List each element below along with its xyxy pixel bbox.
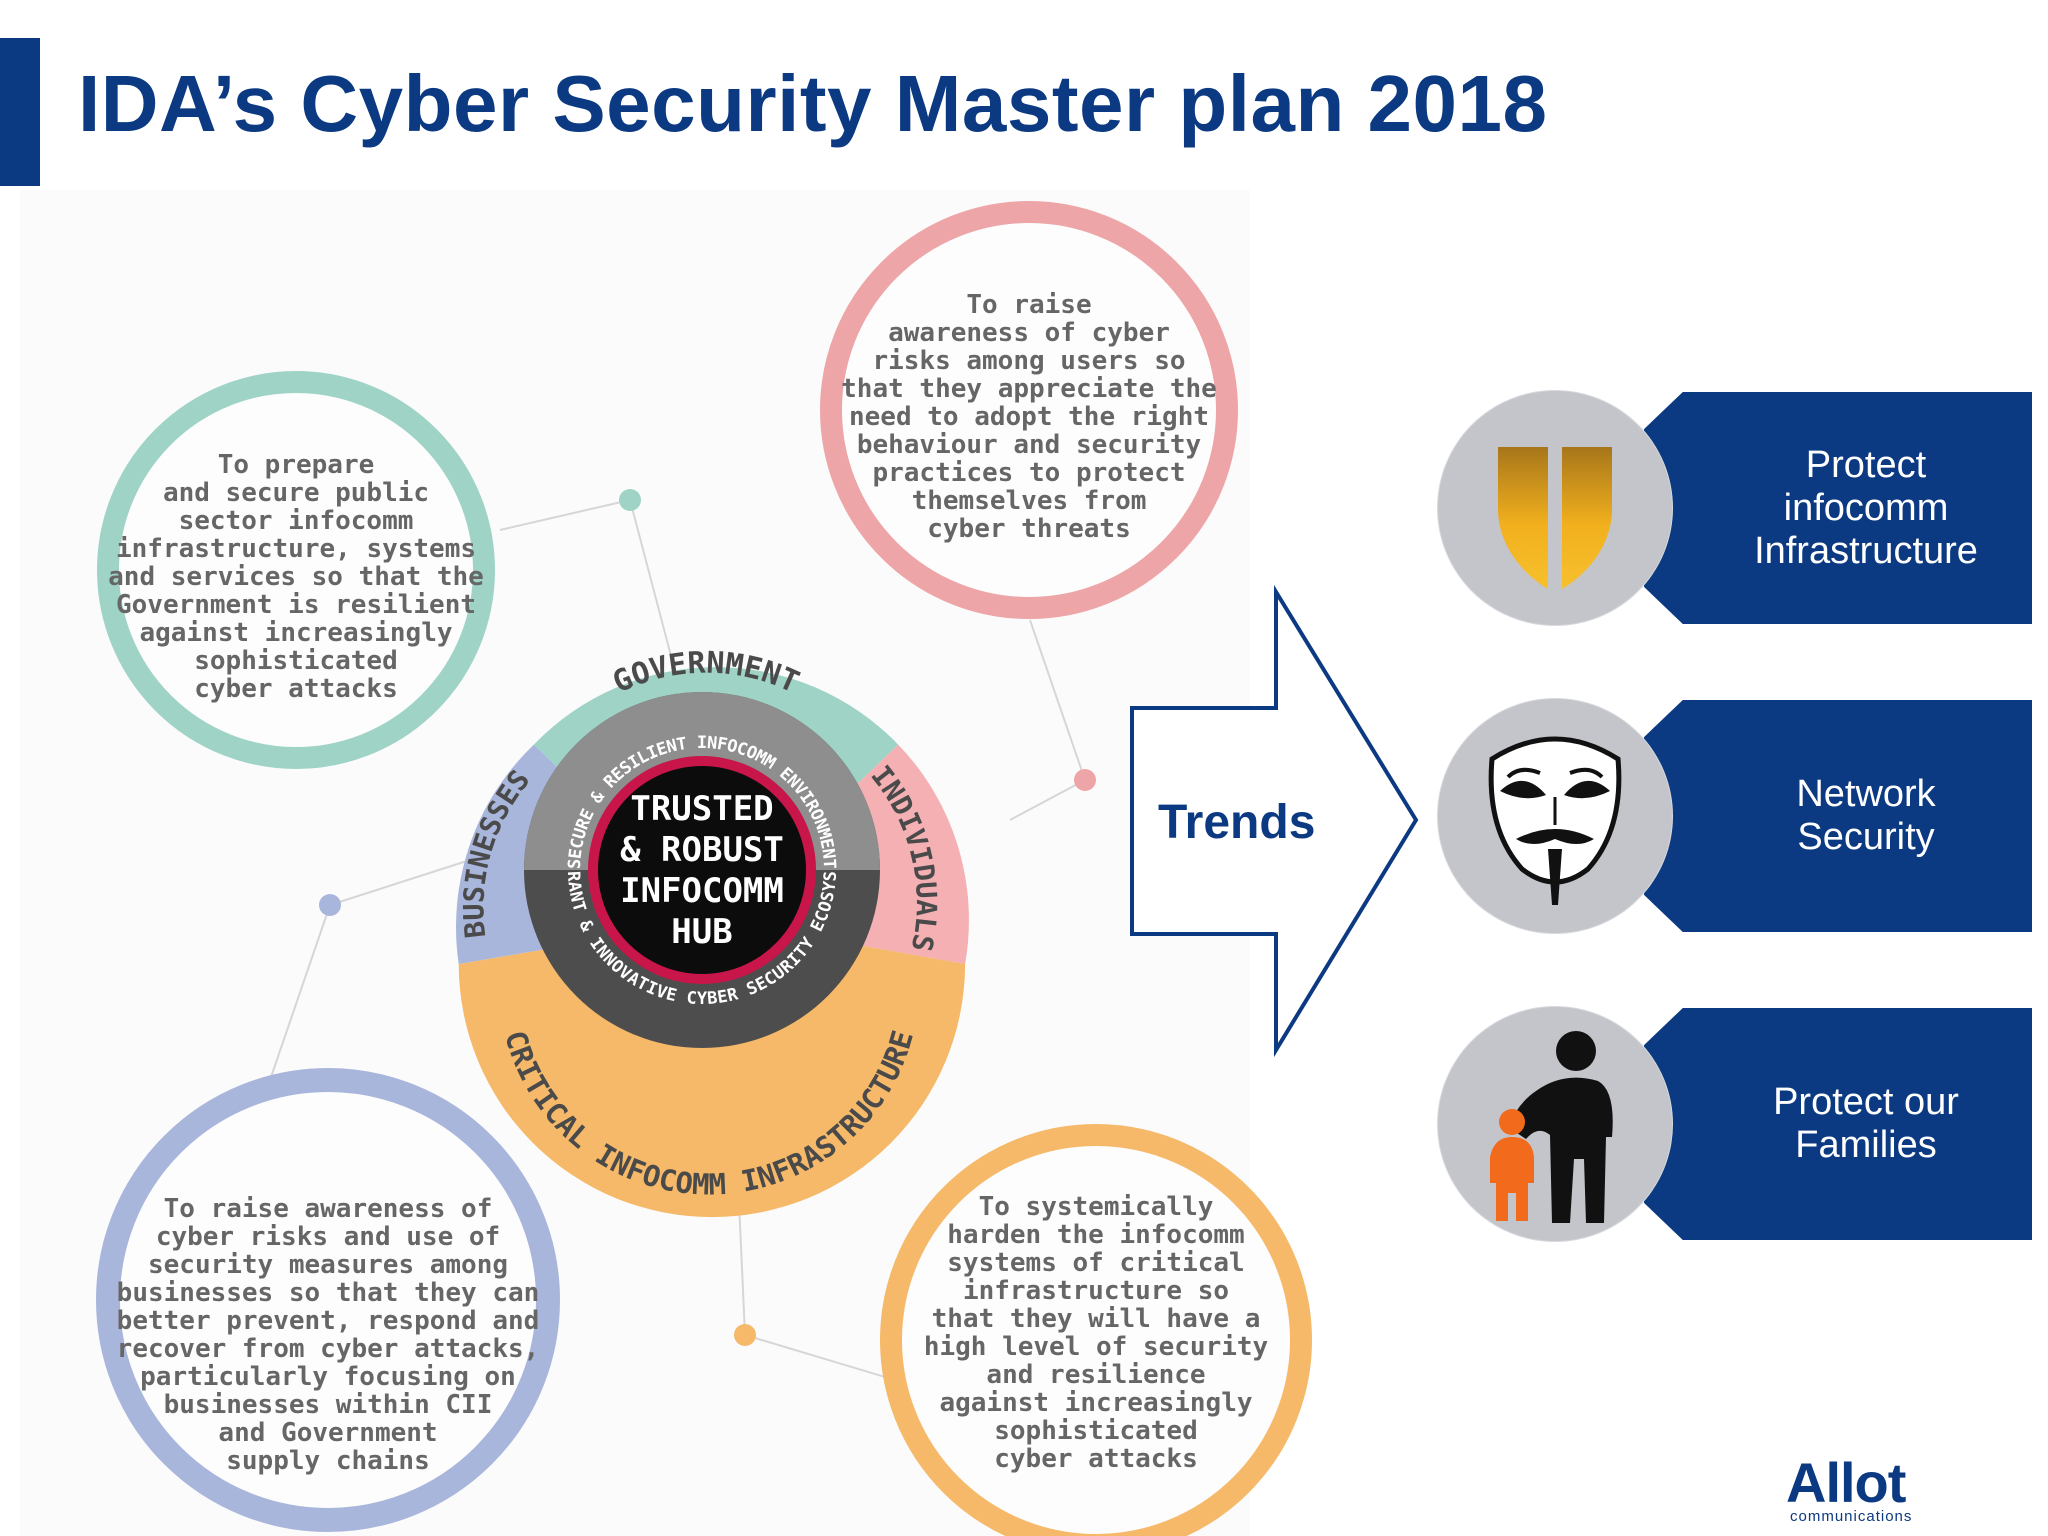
text-line: cyber risks and use of xyxy=(156,1222,500,1252)
connector-dots xyxy=(319,489,1096,1346)
title-accent-bar xyxy=(0,38,40,186)
text-line: To raise awareness of xyxy=(164,1194,493,1224)
text-line: need to adopt the right xyxy=(849,402,1209,432)
text-line: sector infocomm xyxy=(179,506,414,536)
text-line: security measures among xyxy=(148,1250,508,1280)
text-line: HUB xyxy=(671,912,732,952)
text-line: systems of critical xyxy=(947,1248,1244,1278)
logo-subtitle: communications xyxy=(1790,1508,1913,1525)
connector-lines xyxy=(269,499,1086,1381)
text-line: recover from cyber attacks, xyxy=(117,1334,540,1364)
logo-wordmark: Allot xyxy=(1786,1451,1906,1514)
trends-label: Trends xyxy=(1158,796,1315,849)
text-line: against increasingly xyxy=(939,1388,1252,1418)
text-line: behaviour and security xyxy=(857,430,1201,460)
text-line: Protect xyxy=(1805,443,1927,486)
connector-dot-teal xyxy=(619,489,641,511)
text-line: and resilience xyxy=(986,1360,1205,1390)
text-line: Infrastructure xyxy=(1754,529,1978,572)
text-line: risks among users so xyxy=(872,346,1185,376)
text-line: better prevent, respond and xyxy=(117,1306,540,1336)
text-line: that they will have a xyxy=(932,1304,1261,1334)
text-line: and services so that the xyxy=(108,562,484,592)
text-line: infrastructure so xyxy=(963,1276,1229,1306)
text-line: infrastructure, systems xyxy=(116,534,476,564)
trends-arrow xyxy=(1130,584,1419,1058)
text-line: cyber attacks xyxy=(194,674,398,704)
text-line: and secure public xyxy=(163,478,429,508)
text-line: infocomm xyxy=(1783,486,1949,529)
text-line: Network xyxy=(1796,773,1936,815)
individuals-bubble xyxy=(820,201,1238,619)
text-line: INFOCOMM xyxy=(620,871,784,911)
text-line: that they appreciate the xyxy=(841,374,1217,404)
mask-icon xyxy=(1438,699,1672,933)
text-line: supply chains xyxy=(226,1446,430,1476)
text-line: themselves from xyxy=(912,486,1147,516)
text-line: To systemically xyxy=(979,1192,1214,1222)
government-bubble xyxy=(97,371,495,769)
page-title: IDA’s Cyber Security Master plan 2018 xyxy=(78,59,1548,148)
allot-logo: Allot communications xyxy=(1786,1450,2026,1530)
text-line: & ROBUST xyxy=(620,830,784,870)
text-line: TRUSTED xyxy=(630,789,773,829)
text-line: Protect our xyxy=(1773,1081,1959,1123)
text-line: and Government xyxy=(218,1418,437,1448)
text-line: awareness of cyber xyxy=(888,318,1170,348)
text-line: Families xyxy=(1795,1124,1937,1166)
businesses-bubble xyxy=(96,1068,560,1532)
text-line: Government is resilient xyxy=(116,590,476,620)
connector-dot-pink xyxy=(1074,769,1096,791)
text-line: businesses so that they can xyxy=(117,1278,540,1308)
cii-bubble xyxy=(880,1124,1312,1536)
text-line: practices to protect xyxy=(872,458,1185,488)
family-icon xyxy=(1438,1007,1672,1241)
connector-dot-orange xyxy=(734,1324,756,1346)
shield-icon xyxy=(1438,391,1672,625)
text-line: cyber threats xyxy=(927,514,1131,544)
text-line: against increasingly xyxy=(139,618,452,648)
text-line: businesses within CII xyxy=(164,1390,493,1420)
connector-dot-lavender xyxy=(319,894,341,916)
text-line: cyber attacks xyxy=(994,1444,1198,1474)
text-line: To prepare xyxy=(218,450,375,480)
text-line: To raise xyxy=(966,290,1091,320)
text-line: sophisticated xyxy=(194,646,398,676)
text-line: harden the infocomm xyxy=(947,1220,1244,1250)
text-line: sophisticated xyxy=(994,1416,1198,1446)
text-line: particularly focusing on xyxy=(140,1362,516,1392)
text-line: Security xyxy=(1797,816,1935,858)
text-line: high level of security xyxy=(924,1332,1268,1362)
hub-center xyxy=(598,766,806,974)
